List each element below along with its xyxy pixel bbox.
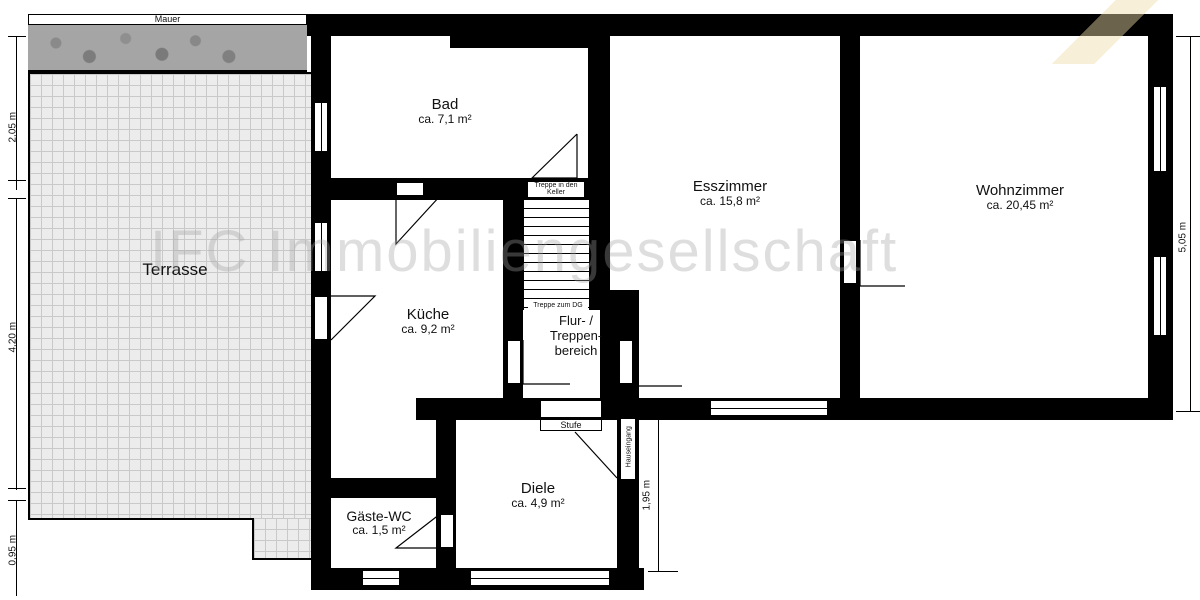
dim-tick — [8, 36, 26, 37]
terrace-label: Terrasse — [142, 260, 208, 279]
entrance-label: Hauseingang — [620, 418, 636, 480]
window-living-1 — [1153, 86, 1167, 172]
wall-top — [307, 14, 1173, 36]
door-bath — [530, 133, 578, 179]
staircase — [523, 200, 590, 310]
wall-bath-top-thick — [450, 36, 588, 48]
door-dining — [859, 240, 905, 287]
door-entrance — [574, 431, 618, 479]
stair-up-label: Treppe zum DG — [528, 302, 588, 310]
terrace — [28, 72, 313, 520]
door-kitchen-left — [330, 295, 377, 341]
window-wc — [362, 570, 400, 586]
wall-wc-top — [311, 478, 451, 498]
logo-mark — [1030, 0, 1180, 64]
door-opening-flur — [540, 400, 602, 418]
gravel-bed — [28, 25, 307, 72]
dim-tick — [8, 198, 26, 199]
window-diele — [470, 570, 610, 586]
window-bath — [314, 102, 328, 152]
door-opening-flur-right — [619, 340, 633, 384]
dim-line-entrance — [658, 420, 659, 572]
window-dining-bottom — [710, 400, 828, 416]
window-living-2 — [1153, 256, 1167, 336]
room-guest-wc: Gäste-WC ca. 1,5 m² — [346, 508, 412, 538]
dim-line-left-bottom — [16, 500, 17, 596]
room-bath: Bad ca. 7,1 m² — [418, 96, 472, 127]
dim-tick — [8, 500, 26, 501]
wall-dining-left — [600, 14, 610, 418]
door-opening-dining — [843, 240, 857, 284]
door-wc — [394, 513, 441, 549]
door-opening-wc — [440, 514, 454, 548]
window-kitchen-2 — [314, 296, 328, 340]
wall-right — [1148, 14, 1173, 418]
window-kitchen-top — [396, 182, 424, 196]
dim-line-left-mid — [16, 198, 17, 490]
dim-line-left — [16, 36, 17, 190]
room-kitchen: Küche ca. 9,2 m² — [401, 306, 455, 337]
mauer-strip: Mauer — [28, 14, 307, 25]
room-hall: Flur- / Treppen-bereich — [549, 313, 603, 358]
door-flur-right — [637, 340, 682, 387]
dim-tick — [1176, 411, 1200, 412]
dim-tick — [8, 488, 26, 489]
dim-entrance: 1,95 m — [641, 479, 653, 511]
window-kitchen-1 — [314, 222, 328, 272]
room-living: Wohnzimmer ca. 20,45 m² — [975, 182, 1065, 213]
room-hallway: Diele ca. 4,9 m² — [511, 480, 565, 511]
dim-right: 5,05 m — [1177, 221, 1189, 253]
door-opening-stair-left — [507, 340, 521, 384]
dim-line-right — [1190, 36, 1191, 412]
door-kitchen-top — [395, 195, 441, 246]
dim-tick — [648, 571, 678, 572]
dim-tick — [8, 180, 26, 181]
stair-down-label: Treppe in den Keller — [528, 182, 584, 197]
wall-dining-living — [840, 14, 860, 418]
mauer-label: Mauer — [154, 14, 181, 24]
step: Stufe — [540, 419, 602, 431]
room-dining: Esszimmer ca. 15,8 m² — [692, 178, 768, 209]
door-stair — [522, 340, 570, 385]
dim-tick — [1176, 36, 1200, 37]
